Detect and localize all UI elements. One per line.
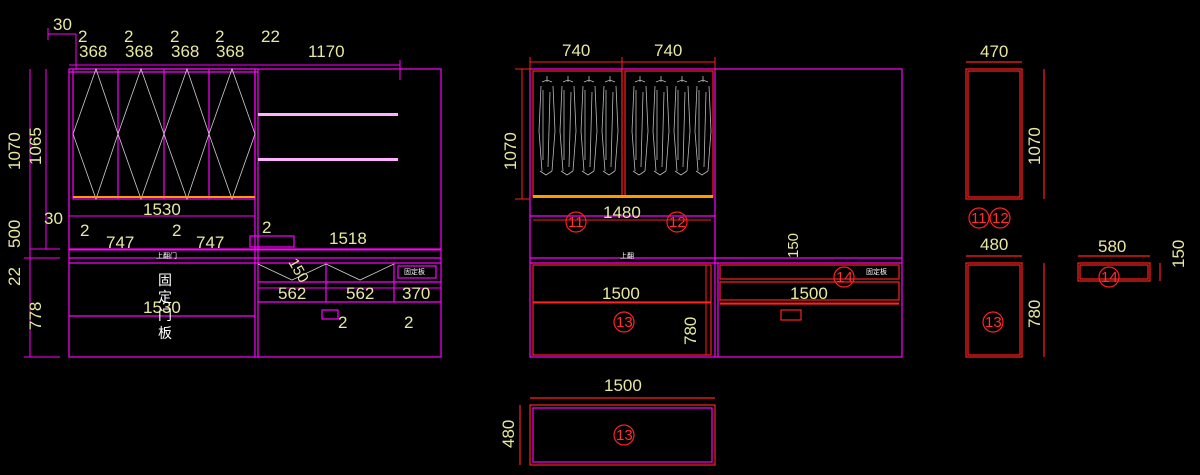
- dim-150-mid: 150: [285, 256, 312, 286]
- dim-562-b: 562: [346, 284, 374, 303]
- view2-hanging-clothes: [538, 76, 712, 176]
- garment-icon: [652, 76, 670, 176]
- drawer-unit-right: [719, 264, 900, 280]
- view1-shelves: [73, 113, 398, 198]
- tag-11-view2: 11: [568, 214, 584, 231]
- garment-icon: [559, 76, 577, 176]
- hanging-unit-left: [532, 70, 623, 198]
- dim-22-left: 22: [5, 267, 24, 286]
- fixed-panel-char-3: 门: [158, 307, 172, 323]
- dim-1530-mid: 1530: [143, 200, 181, 219]
- dim-368-c: 368: [171, 42, 199, 61]
- dim-1500-view2-b: 1500: [790, 284, 828, 303]
- dim-1170: 1170: [308, 42, 345, 61]
- garment-icon: [601, 76, 619, 176]
- dim-1065-left: 1065: [26, 127, 45, 165]
- view2-part-tags: [565, 211, 855, 333]
- dim-470: 470: [980, 42, 1008, 61]
- dim-747-a: 747: [106, 233, 134, 252]
- tag-11-view3: 11: [971, 210, 987, 227]
- tag-12-view2: 12: [669, 214, 686, 231]
- view2-dim-labels: 740 740 1070 1480 1500 1500 780 150 上翻 固…: [501, 41, 887, 345]
- view2-flip-label: 上翻: [620, 251, 634, 260]
- dim-150-view4: 150: [1169, 240, 1188, 268]
- dim-778-left: 778: [26, 302, 45, 330]
- dim-747-b: 747: [196, 233, 224, 252]
- dim-1518: 1518: [329, 229, 367, 248]
- dim-1530-lower: 1530: [143, 298, 181, 317]
- garment-icon: [538, 76, 556, 176]
- view2-interior-elevation: [529, 68, 903, 358]
- dim-780-view2: 780: [681, 317, 700, 345]
- dim-1070-left: 1070: [5, 132, 24, 170]
- dim-1070-view2: 1070: [501, 132, 520, 170]
- dim-22: 22: [261, 27, 280, 46]
- dim-30-top: 30: [53, 15, 72, 34]
- flip-door-label: 上翻门: [156, 251, 177, 260]
- view2-fixed-label: 固定板: [866, 267, 887, 276]
- dim-2-d: 2: [215, 27, 224, 46]
- view2-red-parts: [532, 70, 900, 356]
- tag-13-view5: 13: [616, 427, 633, 444]
- dim-2-c: 2: [170, 27, 179, 46]
- view2-rail: [533, 195, 713, 198]
- dim-30-mid: 30: [44, 209, 63, 228]
- dim-1070-view3: 1070: [1025, 127, 1044, 165]
- side-lower: [965, 262, 1023, 358]
- dim-1500-view2-a: 1500: [602, 284, 640, 303]
- garment-icon: [580, 76, 598, 176]
- drawer-unit-left: [532, 264, 712, 356]
- dim-2-a: 2: [78, 27, 87, 46]
- fixed-panel-char-2: 定: [158, 289, 172, 305]
- view4-labels: 580 150 14: [1098, 237, 1188, 286]
- dim-368-b: 368: [125, 42, 153, 61]
- dim-368-a: 368: [79, 42, 107, 61]
- garment-icon: [694, 76, 712, 176]
- dim-580: 580: [1098, 237, 1126, 256]
- dim-1500-view5: 1500: [604, 376, 642, 395]
- view1-dimension-lines: [24, 28, 441, 358]
- dim-370: 370: [402, 284, 430, 303]
- dim-480-view3: 480: [980, 235, 1008, 254]
- tag-12-view3: 12: [992, 210, 1009, 227]
- tag-13-view3: 13: [985, 314, 1002, 331]
- dim-480-view5: 480: [499, 420, 518, 448]
- dim-780-view3: 780: [1025, 300, 1044, 328]
- side-upper: [965, 68, 1023, 200]
- dim-740-a: 740: [562, 41, 590, 60]
- tag-14-view2: 14: [836, 269, 853, 286]
- view4-small-drawer: [1077, 255, 1161, 288]
- dim-150-view2: 150: [785, 233, 802, 258]
- garment-icon: [673, 76, 691, 176]
- view5-labels: 1500 480 13: [499, 376, 642, 448]
- garment-icon: [631, 76, 649, 176]
- view1-front-elevation: [68, 68, 442, 358]
- dim-2-lower-b: 2: [404, 313, 413, 332]
- view5-plan: [519, 397, 716, 466]
- dim-500-left: 500: [5, 220, 24, 248]
- dim-1480: 1480: [603, 203, 641, 222]
- dim-2-mid-b: 2: [172, 221, 181, 240]
- view2-outer-frame: [529, 68, 903, 358]
- dim-2-mid-a: 2: [80, 221, 89, 240]
- fixed-panel-char-1: 固: [158, 272, 172, 288]
- dim-562-a: 562: [278, 284, 306, 303]
- view2-dimension-lines: [515, 57, 899, 355]
- dim-368-d: 368: [216, 42, 244, 61]
- tag-14-view4: 14: [1101, 269, 1118, 286]
- view3-labels: 470 1070 480 780 11 12 13: [971, 42, 1044, 331]
- fixed-board-label-1: 固定板: [404, 267, 425, 276]
- dim-2-lower-a: 2: [338, 313, 347, 332]
- dim-740-b: 740: [654, 41, 682, 60]
- dim-2-mid-c: 2: [262, 218, 271, 237]
- fixed-panel-char-4: 板: [158, 325, 172, 341]
- tag-13-view2: 13: [616, 314, 633, 331]
- dim-2-b: 2: [124, 27, 133, 46]
- view1-door-swing-marks: [72, 67, 395, 281]
- view3-side-sections: [965, 61, 1045, 358]
